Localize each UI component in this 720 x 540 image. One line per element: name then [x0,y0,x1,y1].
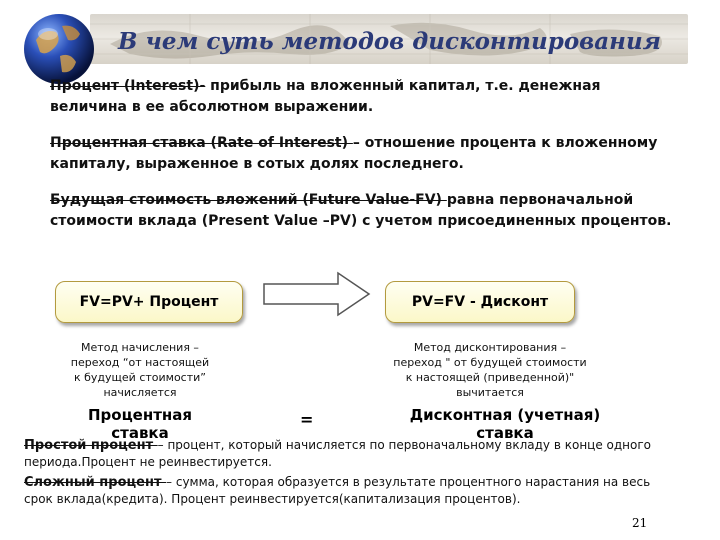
method-line: Метод дисконтирования – [413,341,567,354]
definition-term: Будущая стоимость вложений (Future Value… [50,192,447,208]
formula-box-pv: PV=FV - Дисконт [385,281,575,323]
note-simple-interest: Простой процент – процент, который начис… [24,437,674,471]
method-line: к будущей стоимости” [74,371,206,384]
method-line: начисляется [103,386,177,399]
formula-box-fv: FV=PV+ Процент [55,281,243,323]
term-line: ставка [111,424,169,442]
definition-text: прибыль на вложенный капитал, т.е. денеж… [50,78,601,115]
method-discounting: Метод дисконтирования – переход " от буд… [380,340,600,400]
note-lead: Простой процент [24,438,158,453]
definition-future-value: Будущая стоимость вложений (Future Value… [50,190,700,232]
equals-sign: = [300,410,314,429]
formula-fv: FV=PV+ Процент [79,294,219,310]
formula-pv: PV=FV - Дисконт [411,294,549,310]
note-text: – процент, который начисляется по первон… [24,438,651,469]
definition-term: Процент (Interest)- [50,78,206,94]
definition-text: – отношение процента к вложенному капита… [50,135,658,172]
globe-icon [24,14,94,84]
world-map-texture [90,14,688,64]
slide-title: В чем суть методов дисконтирования [118,28,661,55]
title-banner [90,14,688,64]
method-line: переход " от будущей стоимости [393,356,587,369]
definition-interest: Процент (Interest)- прибыль на вложенный… [50,76,660,118]
term-line: ставка [476,424,534,442]
term-line: Дисконтная (учетная) [409,406,601,424]
method-line: вычитается [456,386,524,399]
method-line: Метод начисления – [81,341,199,354]
term-interest-rate: Процентная ставка [60,406,220,442]
note-compound-interest: Сложный процент – сумма, которая образуе… [24,474,674,508]
definition-rate: Процентная ставка (Rate of Interest) – о… [50,133,690,175]
term-line: Процентная [87,406,193,424]
page-number: 21 [632,516,648,530]
definition-term: Процентная ставка (Rate of Interest) [50,135,353,151]
note-lead: Сложный процент [24,475,167,490]
method-line: к настоящей (приведенной)" [405,371,575,384]
term-discount-rate: Дисконтная (учетная) ставка [395,406,615,442]
right-arrow-icon [263,271,371,317]
definition-text: равна первоначальной стоимости вклада (P… [50,192,672,229]
note-text: – сумма, которая образуется в результате… [24,475,651,506]
method-line: переход “от настоящей [70,356,210,369]
method-accrual: Метод начисления – переход “от настоящей… [40,340,240,400]
